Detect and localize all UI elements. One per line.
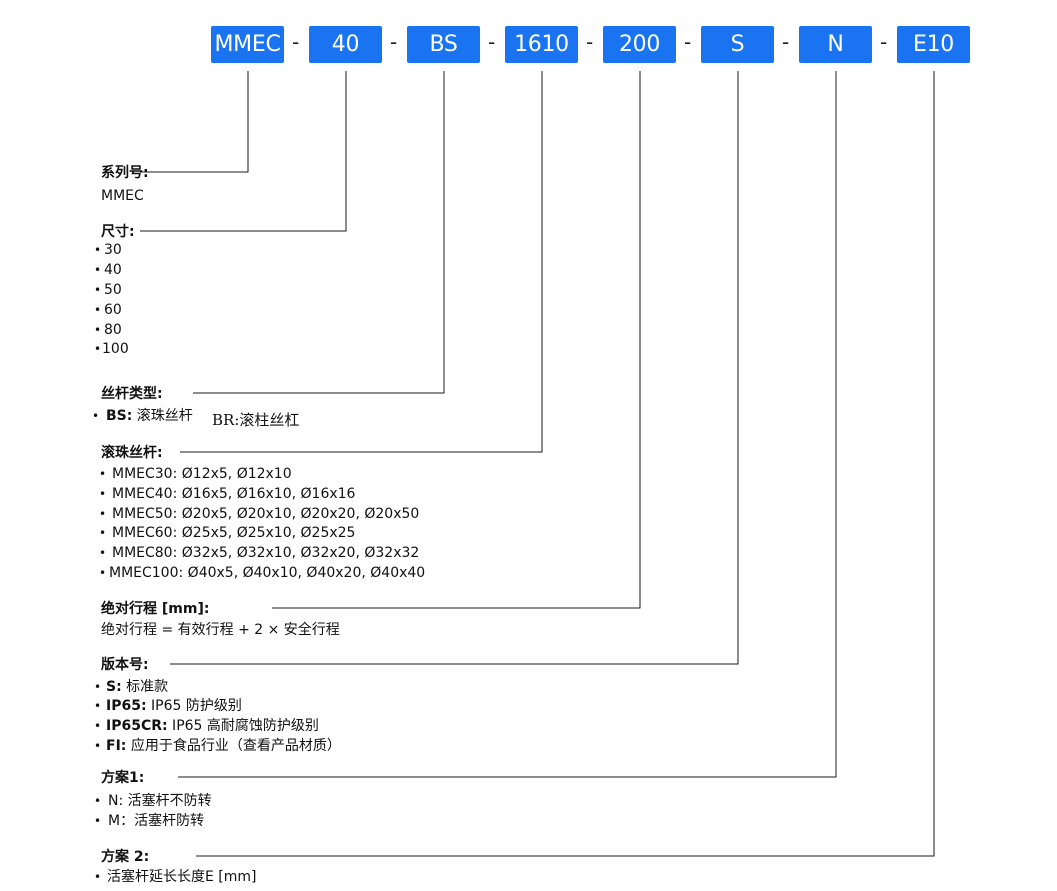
size-item: •80 (94, 322, 122, 338)
version-title: 版本号: (101, 657, 149, 673)
code-box-size: 40 (309, 26, 382, 63)
ball-screw-item: •MMEC30: Ø12x5, Ø12x10 (99, 466, 292, 482)
option1-item: •N: 活塞杆不防转 (94, 793, 212, 809)
connector-size (140, 71, 347, 232)
version-item: •FI: 应用于食品行业（查看产品材质） (94, 738, 341, 754)
code-box-option1: N (799, 26, 872, 63)
separator: - (488, 30, 496, 54)
series-title: 系列号: (101, 165, 149, 181)
option2-title: 方案 2: (101, 849, 150, 865)
screw-type-alt: BR:滚柱丝杠 (212, 411, 300, 429)
screw-type-item: •BS: 滚珠丝杆 (92, 408, 193, 424)
version-item: •IP65CR: IP65 高耐腐蚀防护级别 (94, 718, 319, 734)
ball-screw-item: •MMEC80: Ø32x5, Ø32x10, Ø32x20, Ø32x32 (99, 545, 420, 561)
code-box-series: MMEC (211, 26, 284, 63)
separator: - (782, 30, 790, 54)
code-box-ball-screw: 1610 (505, 26, 578, 63)
ball-screw-item: •MMEC40: Ø16x5, Ø16x10, Ø16x16 (99, 486, 356, 502)
connector-series (140, 71, 249, 173)
size-item: •50 (94, 282, 122, 298)
stroke-formula: 绝对行程 = 有效行程 + 2 × 安全行程 (101, 622, 340, 638)
separator: - (880, 30, 888, 54)
version-item: •IP65: IP65 防护级别 (94, 698, 242, 714)
option2-item: •活塞杆延长长度E [mm] (94, 869, 257, 885)
code-box-stroke: 200 (603, 26, 676, 63)
size-title: 尺寸: (101, 224, 135, 240)
option1-title: 方案1: (101, 770, 145, 786)
size-item: •30 (94, 242, 122, 258)
ball-screw-title: 滚珠丝杆: (101, 445, 163, 461)
separator: - (390, 30, 398, 54)
separator: - (684, 30, 692, 54)
ball-screw-item: •MMEC60: Ø25x5, Ø25x10, Ø25x25 (99, 525, 356, 541)
size-item: •40 (94, 262, 122, 278)
size-item: •60 (94, 302, 122, 318)
option1-item: •M：活塞杆防转 (94, 813, 205, 829)
series-value: MMEC (101, 188, 144, 204)
screw-type-title: 丝杆类型: (101, 386, 163, 402)
connector-stroke (272, 71, 641, 609)
size-item: •100 (94, 341, 129, 357)
code-box-screw-type: BS (407, 26, 480, 63)
connector-option1 (178, 71, 837, 778)
ball-screw-item: •MMEC50: Ø20x5, Ø20x10, Ø20x20, Ø20x50 (99, 506, 420, 522)
code-box-option2: E10 (897, 26, 970, 63)
stroke-title: 绝对行程 [mm]: (101, 601, 210, 617)
separator: - (586, 30, 594, 54)
connector-screw-type (193, 71, 445, 394)
connector-ball-screw (180, 71, 543, 453)
separator: - (292, 30, 300, 54)
code-box-version: S (701, 26, 774, 63)
connector-version (170, 71, 739, 665)
version-item: •S: 标准款 (94, 679, 169, 695)
ball-screw-item: •MMEC100: Ø40x5, Ø40x10, Ø40x20, Ø40x40 (99, 565, 426, 581)
connector-option2 (196, 71, 935, 857)
